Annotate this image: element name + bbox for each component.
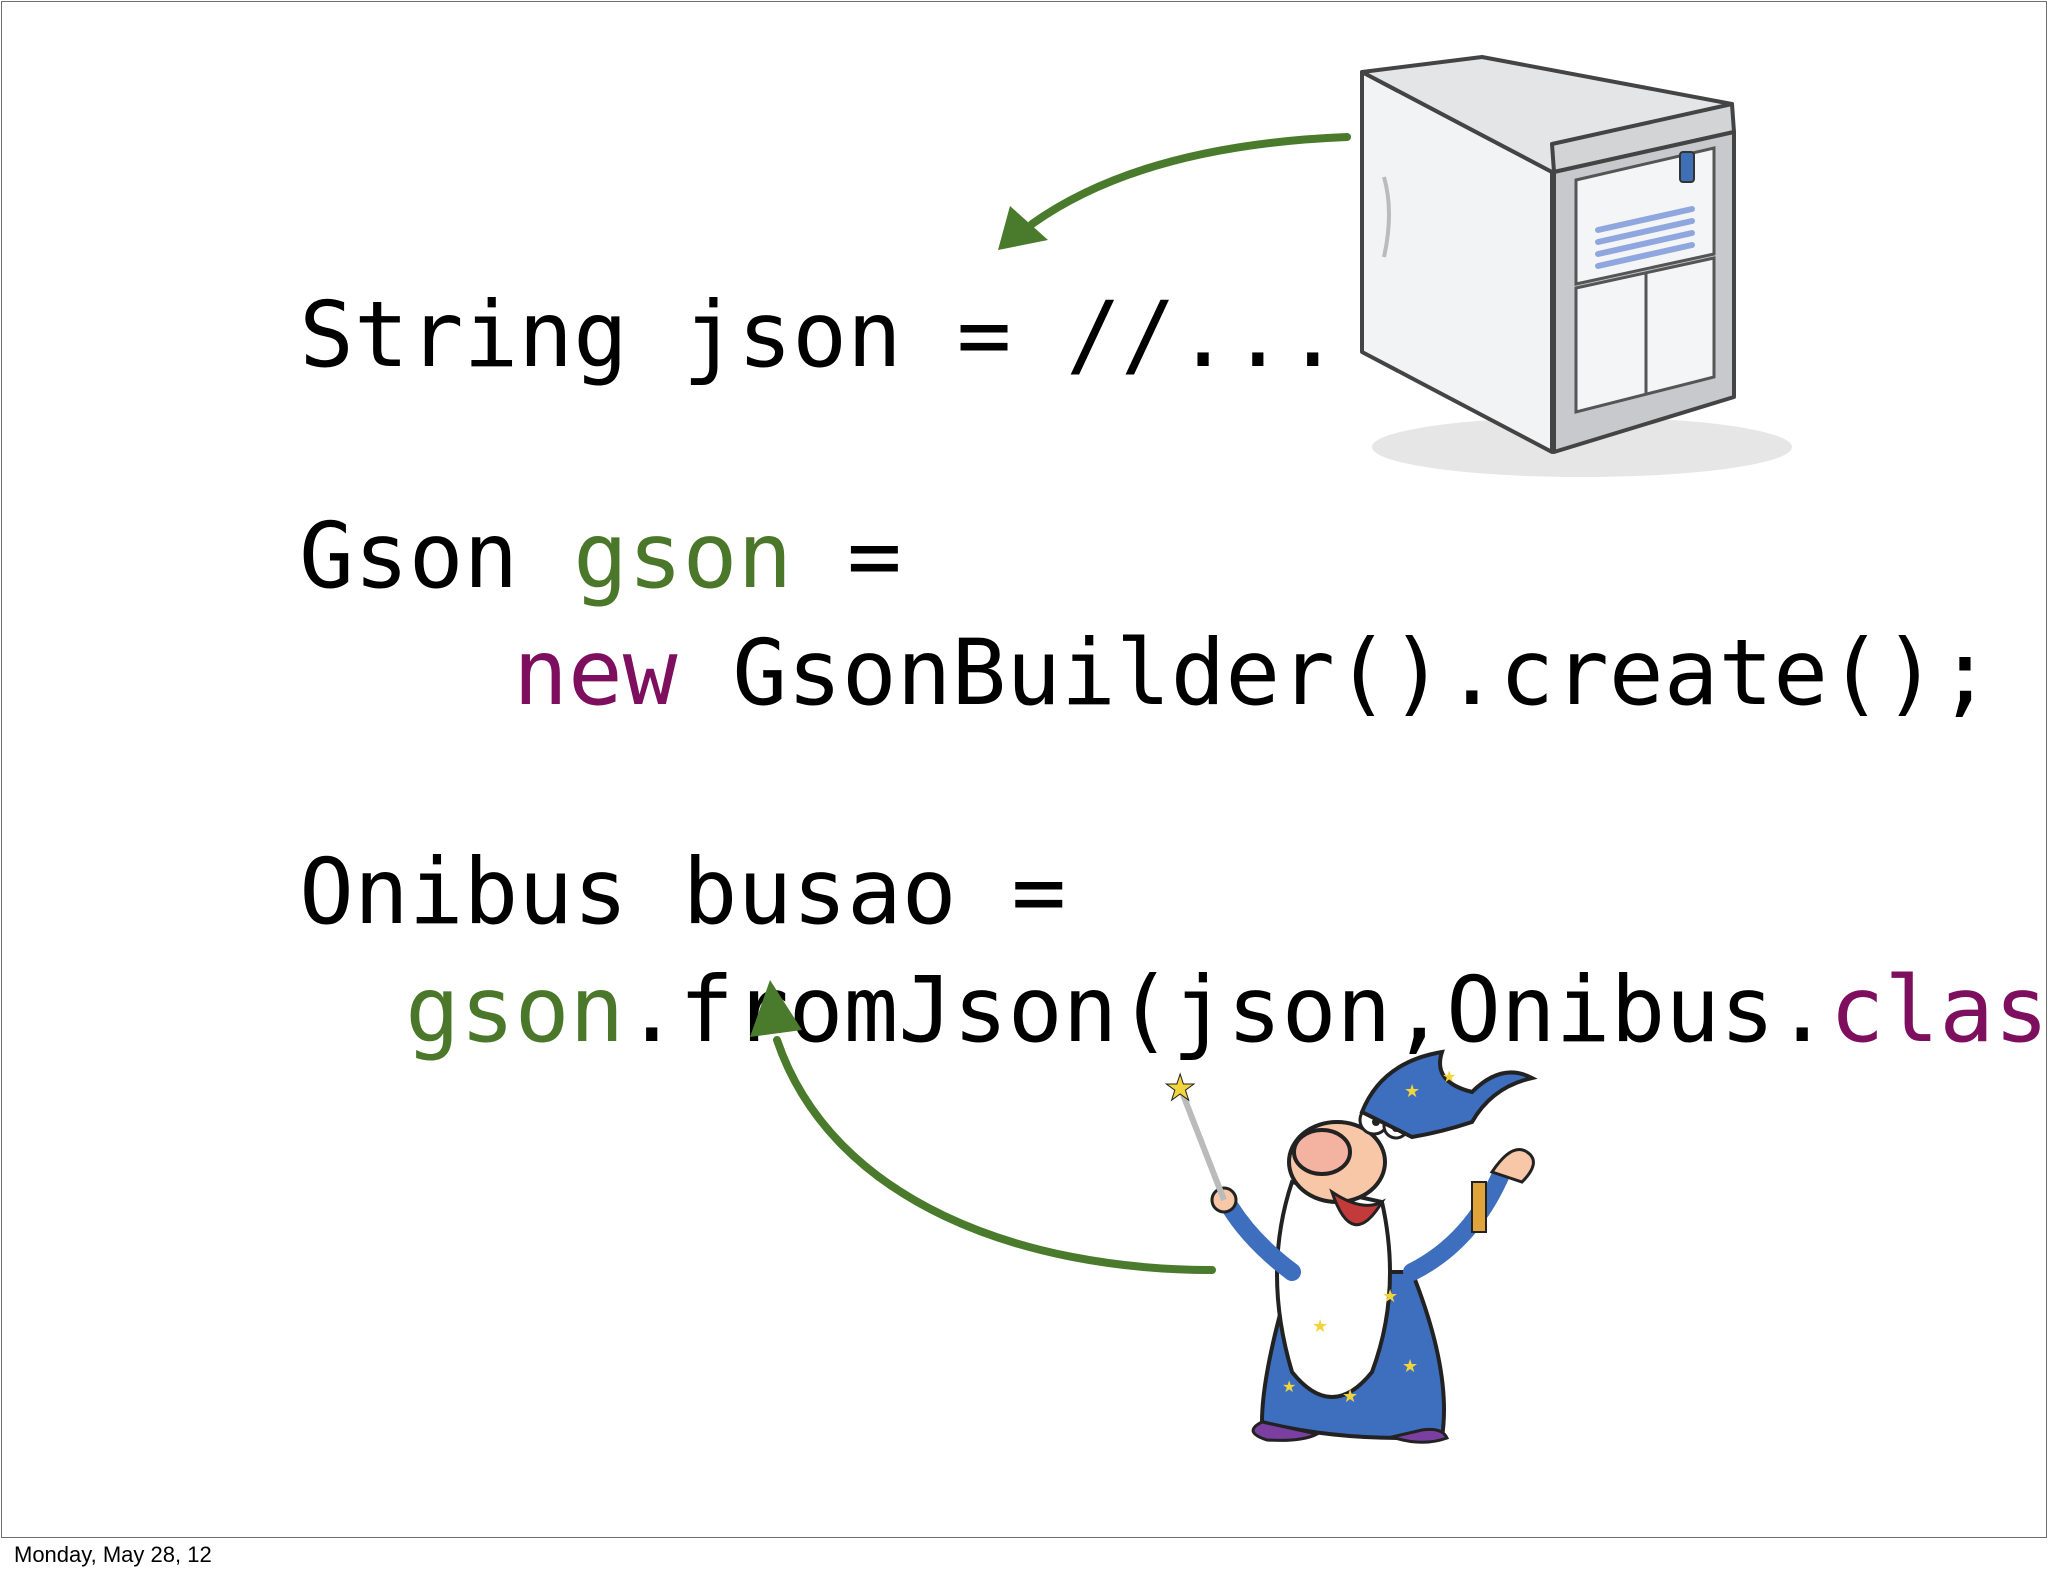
code-text: Onibus busao =	[299, 840, 1067, 945]
svg-text:★: ★	[1402, 1356, 1418, 1377]
footer-date: Monday, May 28, 12	[14, 1542, 212, 1567]
svg-text:★: ★	[1282, 1377, 1296, 1396]
slide: String json = //... Gson gson = new Gson…	[1, 1, 2047, 1538]
svg-text:★: ★	[1404, 1081, 1420, 1102]
wizard-icon: ★ ★ ★ ★ ★ ★ ★ ★	[1164, 1049, 1538, 1444]
type-token: Gson	[299, 504, 574, 609]
code-text: .fromJson(json,Onibus.	[624, 958, 1830, 1063]
code-text: String json = //...	[299, 283, 1341, 388]
code-line-3: new GsonBuilder().create();	[294, 537, 1992, 810]
arrow-icon	[998, 133, 1351, 250]
svg-text:★: ★	[1382, 1286, 1398, 1307]
code-line-2: Gson gson =	[80, 420, 902, 693]
arrow-icon	[750, 980, 1216, 1274]
svg-text:★: ★	[1442, 1067, 1456, 1086]
variable-token: gson	[405, 958, 625, 1063]
svg-text:★: ★	[1312, 1316, 1328, 1337]
keyword-token: new	[513, 621, 678, 726]
svg-text:★: ★	[1342, 1386, 1358, 1407]
code-line-4: Onibus busao =	[80, 756, 1066, 1029]
svg-text:★: ★	[1164, 1068, 1196, 1109]
code-line-5: gson.fromJson(json,Onibus.class);	[186, 874, 2047, 1147]
code-text: GsonBuilder().create();	[677, 621, 1993, 726]
server-icon	[1360, 55, 1792, 477]
code-text: =	[792, 504, 902, 609]
code-line-1: String json = //...	[80, 199, 1340, 472]
keyword-token: class	[1829, 958, 2047, 1063]
variable-token: gson	[573, 504, 793, 609]
